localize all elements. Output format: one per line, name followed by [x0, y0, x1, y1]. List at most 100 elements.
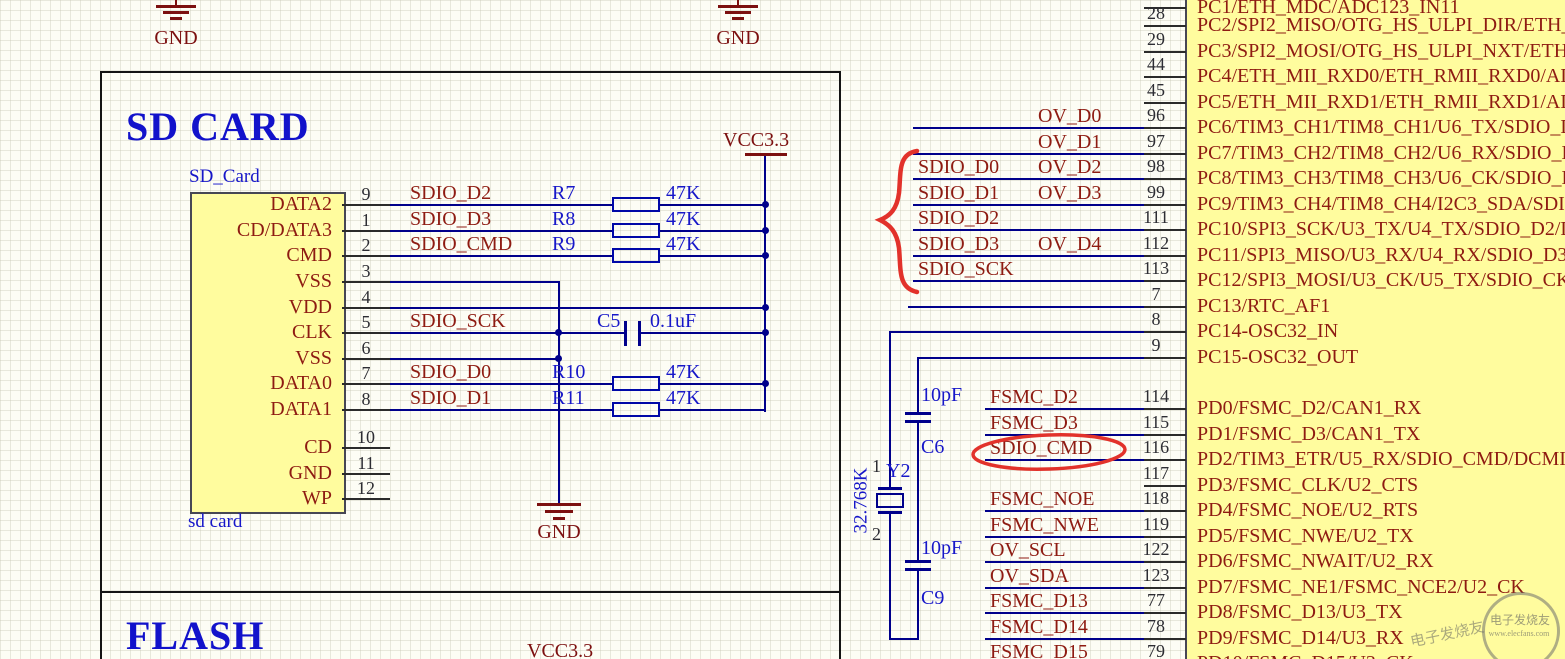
wire [390, 358, 559, 360]
pin-number: 77 [1147, 590, 1165, 610]
wire [660, 383, 766, 385]
capacitor-plate [624, 321, 627, 346]
net-label: SDIO_CMD [410, 233, 513, 255]
net-label: FSMC_NOE [990, 488, 1095, 510]
pin-number: 9 [1151, 335, 1161, 355]
junction-dot [762, 252, 769, 259]
net-label: SDIO_CMD [990, 437, 1093, 459]
pin-number: 8 [1151, 309, 1161, 329]
pin-stub [1144, 7, 1186, 9]
gnd-label: GND [537, 521, 581, 543]
pin-number: 115 [1142, 412, 1170, 432]
resistor-body [612, 248, 660, 263]
wire [660, 255, 766, 257]
pin-name: PC2/SPI2_MISO/OTG_HS_ULPI_DIR/ETH_MII_TX… [1197, 14, 1565, 36]
pin-stub [1144, 459, 1186, 461]
pin-stub [342, 358, 390, 360]
watermark-site-name: 电子发烧友 [1490, 613, 1551, 627]
pin-number: 119 [1142, 514, 1170, 534]
capacitor-plate [905, 420, 931, 423]
pin-name: PD8/FSMC_D13/U3_TX [1197, 601, 1403, 623]
resistor-body [612, 402, 660, 417]
junction-dot [762, 304, 769, 311]
wire [985, 510, 1144, 512]
pin-number: 111 [1143, 207, 1169, 227]
net-label: SDIO_D1 [410, 387, 492, 409]
pin-number: 5 [361, 312, 371, 332]
crystal-plate [878, 487, 902, 490]
sheet-border-line [100, 71, 841, 73]
gnd-stem [175, 0, 177, 5]
wire [913, 204, 1144, 206]
watermark: 电子发烧友 www.elecfans.com 电子发烧友 [1408, 586, 1565, 659]
capacitor-value-label: 10pF [921, 384, 963, 406]
wire [985, 561, 1144, 563]
pin-stub [342, 473, 390, 475]
gnd-bar [537, 503, 581, 506]
crystal-pin-number: 1 [872, 456, 881, 476]
pin-number: 118 [1142, 488, 1170, 508]
net-label: SDIO_D0 [410, 361, 492, 383]
capacitor-plate [905, 560, 931, 563]
capacitor-plate [638, 321, 641, 346]
sd-connector-body [190, 192, 346, 514]
net-label: OV_D0 [1038, 105, 1102, 127]
pin-number: 28 [1147, 3, 1165, 23]
net-label: FSMC_D13 [990, 590, 1088, 612]
pin-name: PC10/SPI3_SCK/U3_TX/U4_TX/SDIO_D2/DCMI_D… [1197, 218, 1565, 240]
pin-name: CLK [292, 321, 332, 343]
pin-name: PC1/ETH_MDC/ADC123_IN11 [1197, 0, 1460, 18]
pin-name: DATA1 [270, 398, 332, 420]
pin-name: PC9/TIM3_CH4/TIM8_CH4/I2C3_SDA/SDIO_D1/D… [1197, 193, 1565, 215]
pin-stub [342, 332, 390, 334]
pin-stub [1144, 357, 1186, 359]
pin-number: 7 [1151, 284, 1161, 304]
wire [917, 357, 1144, 359]
pin-name: PD5/FSMC_NWE/U2_TX [1197, 525, 1414, 547]
pin-stub [1144, 153, 1186, 155]
wire [390, 281, 559, 283]
wire [913, 153, 1144, 155]
pin-number: 45 [1147, 80, 1165, 100]
sd-connector-ref: SD_Card [189, 166, 260, 187]
wire [390, 204, 612, 206]
pin-number: 97 [1147, 131, 1165, 151]
pin-stub [342, 447, 390, 449]
pin-number: 122 [1142, 539, 1170, 559]
junction-dot [762, 329, 769, 336]
crystal-ref-label: Y2 [886, 460, 911, 482]
pin-number: 3 [361, 261, 371, 281]
pin-name: PC15-OSC32_OUT [1197, 346, 1359, 368]
net-label: OV_SDA [990, 565, 1069, 587]
wire [913, 255, 1144, 257]
pin-number: 12 [357, 478, 375, 498]
pin-name: PD10/FSMC_D15/U3_CK [1197, 653, 1414, 659]
pin-stub [1144, 485, 1186, 487]
wire [390, 409, 612, 411]
gnd-bar [163, 11, 189, 14]
wire [660, 409, 766, 411]
pin-stub [1144, 255, 1186, 257]
gnd-bar [545, 510, 573, 513]
wire [641, 332, 766, 334]
capacitor-ref-label: C5 [597, 310, 621, 332]
sheet-border-line [839, 71, 841, 659]
pin-stub [1144, 51, 1186, 53]
pin-name: GND [288, 462, 332, 484]
sd-connector-caption: sd card [188, 511, 243, 532]
pin-stub [1144, 408, 1186, 410]
resistor-ref-label: R7 [552, 182, 576, 204]
wire [660, 204, 766, 206]
pin-name: DATA2 [270, 193, 332, 215]
vcc-bar [745, 153, 787, 156]
pin-name: VSS [295, 347, 332, 369]
wire [390, 307, 766, 309]
pin-number: 10 [357, 427, 375, 447]
resistor-value-label: 47K [666, 233, 701, 255]
pin-number: 96 [1147, 105, 1165, 125]
pin-stub [1144, 536, 1186, 538]
wire [985, 536, 1144, 538]
pin-stub [342, 281, 390, 283]
capacitor-ref-label: C6 [921, 436, 945, 458]
